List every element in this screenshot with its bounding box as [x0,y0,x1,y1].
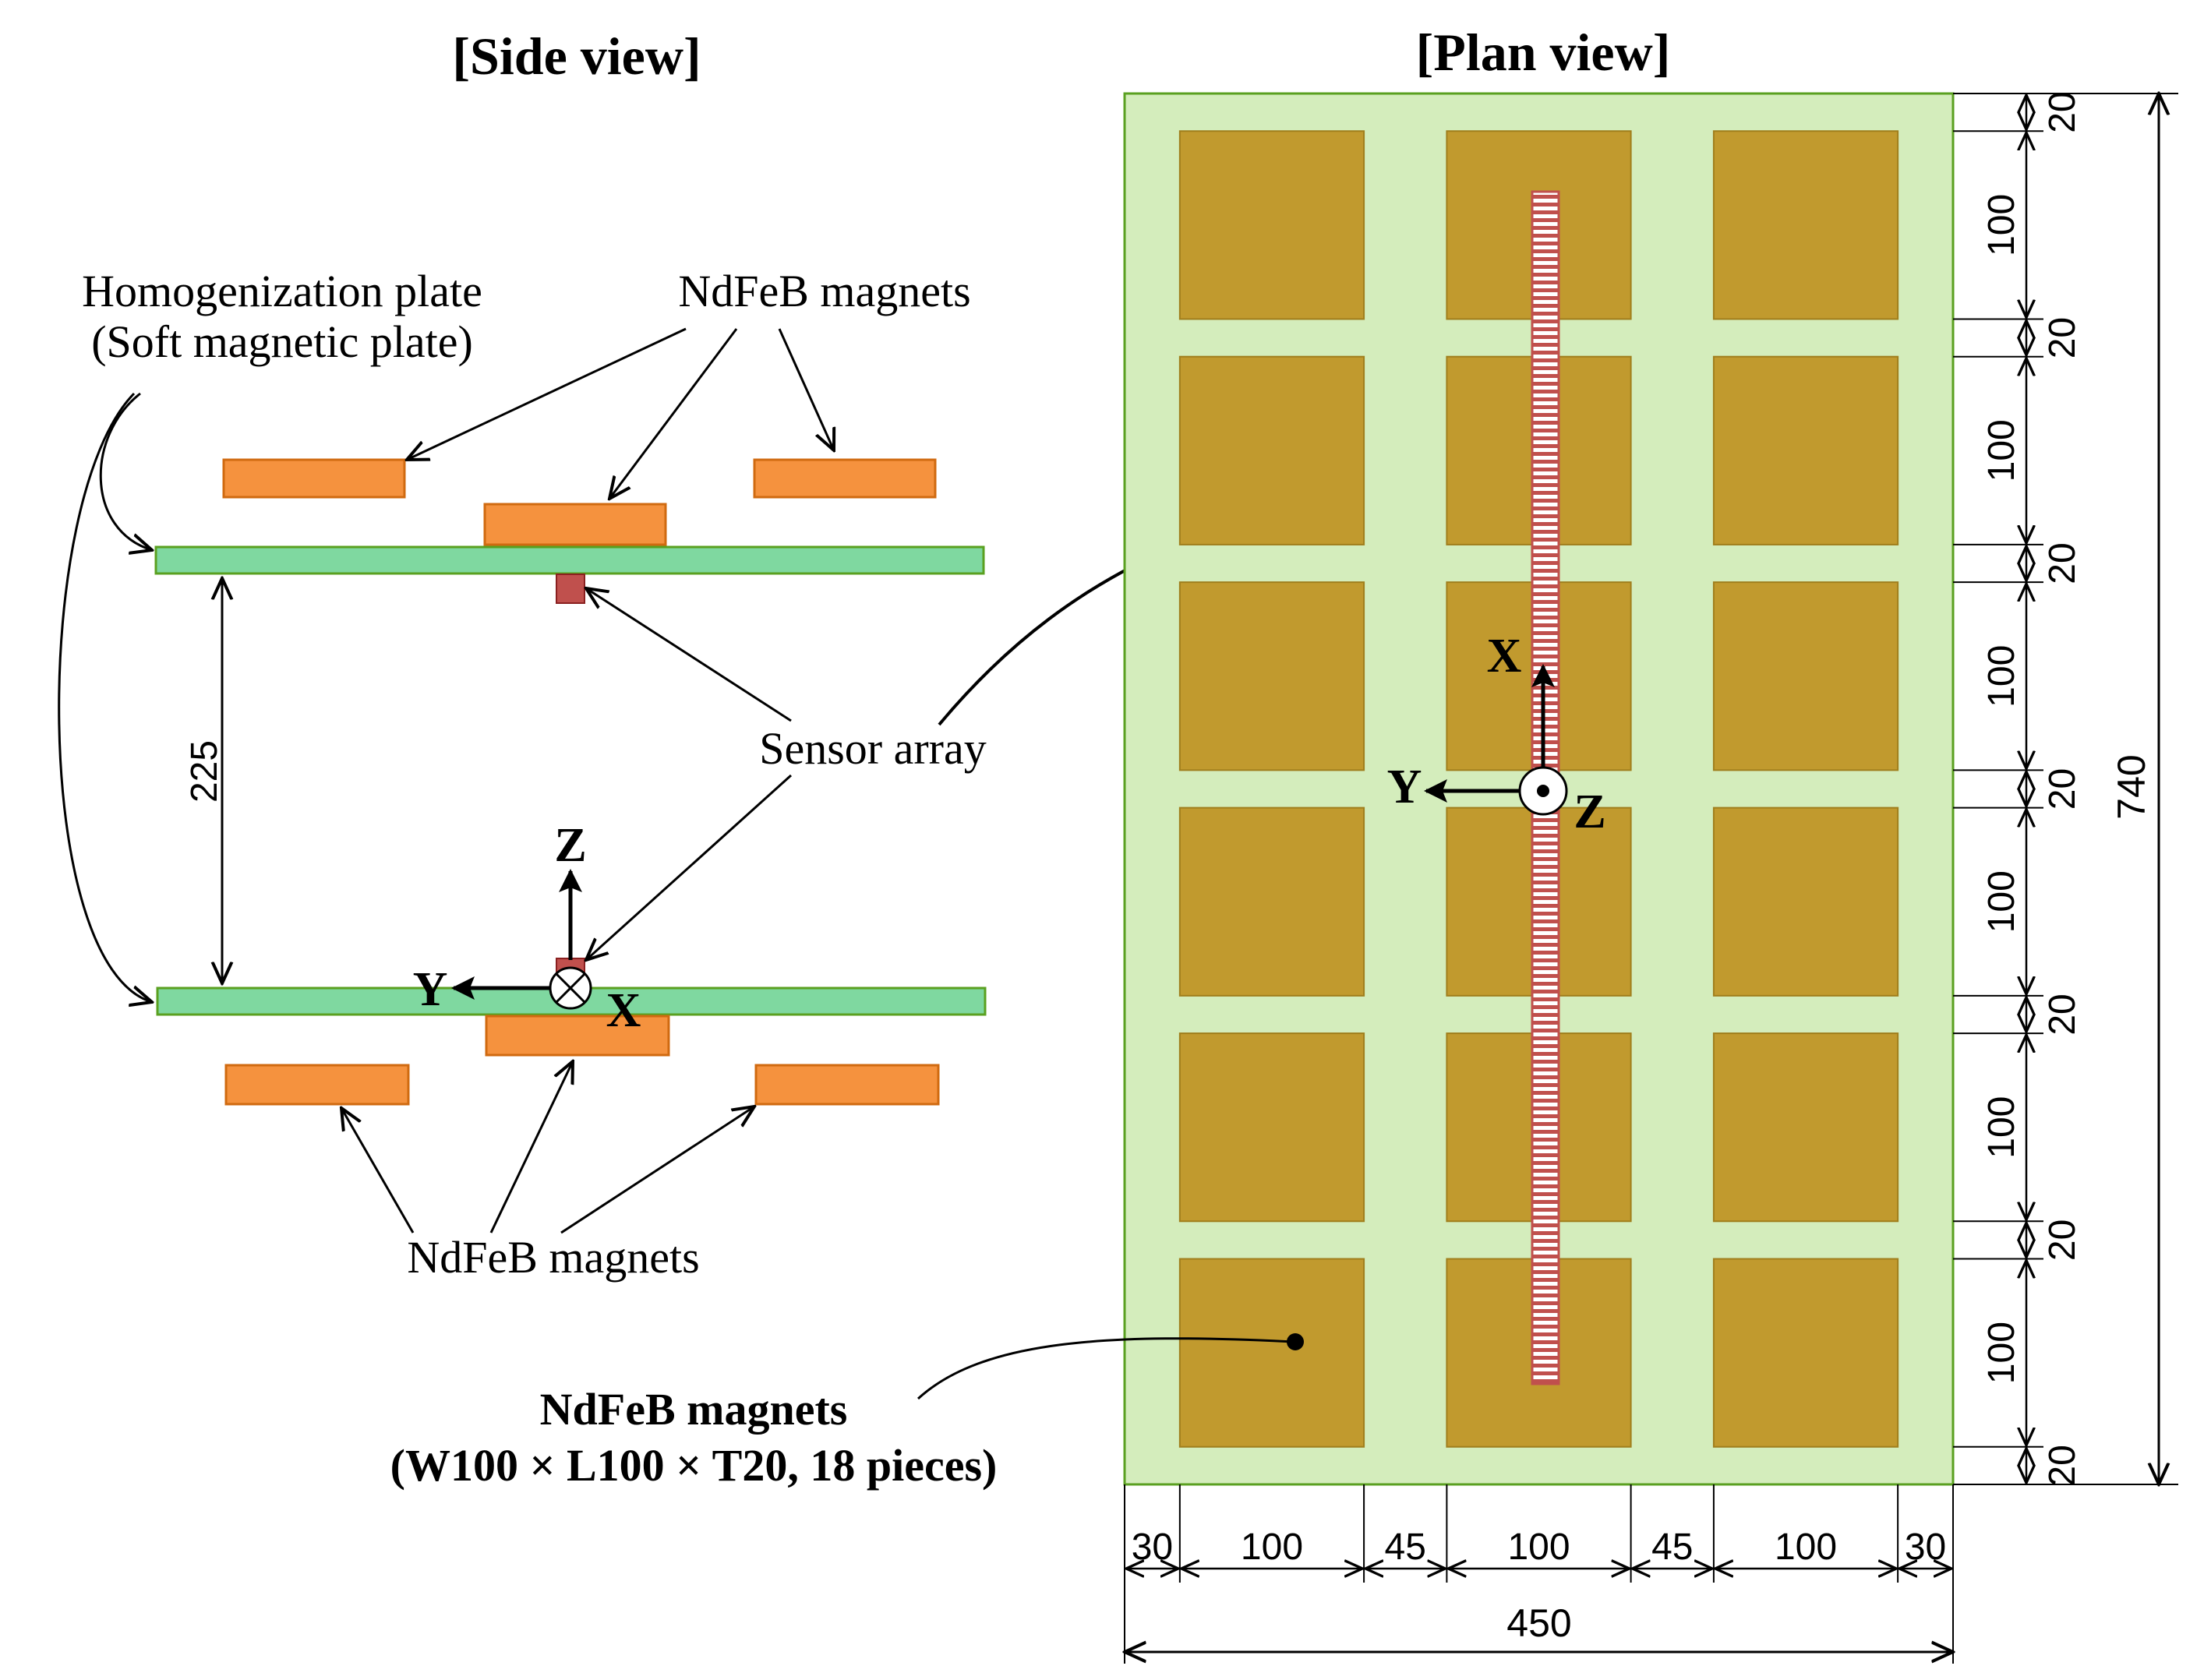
side-magnet-top-center [483,503,667,546]
plan-vertical-dimensions: 20 100 20 100 20 100 20 100 20 100 20 100 20 [1953,91,2083,1487]
leader-plan-magnet [917,1337,1294,1400]
plan-vdim-label: 100 [1981,419,2022,482]
plan-axis-z-label: Z [1574,785,1605,838]
side-magnet-bottom-center [485,1015,670,1057]
plan-hdim-label: 30 [1905,1526,1946,1568]
plan-hdim-label: 30 [1132,1526,1173,1568]
plan-magnet-r5-c1 [1178,1032,1365,1223]
leader-magnet-top-right [778,328,834,450]
plan-magnet-leader-dot [1287,1333,1304,1350]
plan-magnet-r4-c3 [1712,806,1899,997]
plan-hdim-label: 45 [1651,1526,1693,1568]
side-label-plate-line1: Homogenization plate [82,266,482,316]
leader-plate-bottom [58,392,152,1002]
leader-magnet-top-left [407,327,687,460]
plan-magnet-r6-c3 [1712,1258,1899,1448]
side-gap-dimension-label: 225 [184,740,225,803]
plan-horizontal-dimensions: 30 100 45 100 45 100 30 [1124,1484,1954,1583]
side-label-magnets-bottom: NdFeB magnets [407,1232,699,1283]
plan-magnet-r1-c1 [1178,130,1365,320]
plan-vdim-label: 20 [2042,1219,2083,1261]
plan-vdim-label: 20 [2042,1445,2083,1486]
leader-sensor-bottom [586,774,793,960]
leader-plate-top [99,392,152,550]
plan-total-height-label: 740 [2110,754,2153,819]
side-label-magnets-top: NdFeB magnets [678,266,970,316]
leader-magnet-bottom-left [341,1108,415,1234]
plan-vdim-label: 20 [2042,91,2083,132]
plan-hdim-label: 100 [1507,1526,1570,1568]
leader-sensor-top [586,588,792,722]
side-axis-x-label: X [606,984,641,1037]
side-label-sensor-array: Sensor array [759,723,987,774]
plan-vdim-label: 20 [2042,994,2083,1035]
side-plate-top [154,545,985,575]
side-view: [Side view] 225 Homogenization plate (So… [58,26,1526,1283]
plan-magnet-r6-c1 [1178,1258,1365,1448]
side-magnet-bottom-right [754,1064,940,1106]
plan-magnet-r2-c1 [1178,355,1365,545]
side-axis-x-into-page-icon [549,966,592,1010]
plan-view: [Plan view] X Y Z NdFeB magnets (W100 × … [390,23,2178,1664]
plan-hdim-label: 100 [1241,1526,1303,1568]
plan-total-width-label: 450 [1506,1601,1571,1645]
plan-hdim-label: 45 [1385,1526,1426,1568]
side-magnet-top-right [753,458,937,499]
plan-view-title: [Plan view] [1416,23,1671,82]
plan-magnet-label-line2: (W100 × L100 × T20, 18 pieces) [390,1440,998,1491]
side-view-title: [Side view] [452,26,701,86]
plan-axis-x-label: X [1487,630,1522,683]
side-axis-y-label: Y [413,963,448,1016]
plan-magnet-label-line1: NdFeB magnets [540,1384,848,1435]
leader-magnet-bottom-right [560,1106,754,1234]
side-magnet-top-left [222,458,406,499]
plan-magnet-r3-c3 [1712,581,1899,771]
plan-vdim-label: 100 [1981,1096,2022,1159]
plan-axis-y-label: Y [1387,761,1422,814]
plan-vdim-label: 100 [1981,194,2022,256]
plan-magnet-r5-c3 [1712,1032,1899,1223]
plan-magnet-r2-c3 [1712,355,1899,545]
side-sensor-top [556,574,585,604]
plan-vdim-label: 20 [2042,768,2083,810]
plan-vdim-label: 100 [1981,645,2022,708]
plan-vdim-label: 20 [2042,542,2083,584]
plan-magnet-r3-c1 [1178,581,1365,771]
plan-vdim-label: 100 [1981,870,2022,933]
plan-magnet-r1-c3 [1712,130,1899,320]
side-magnet-bottom-left [224,1064,410,1106]
plan-magnet-grid [1178,130,1899,1448]
plan-vdim-label: 20 [2042,317,2083,358]
leader-magnet-bottom-center [489,1061,573,1234]
plan-magnet-r4-c1 [1178,806,1365,997]
side-label-plate-line2: (Soft magnetic plate) [91,316,473,367]
leader-magnet-top-center [609,328,738,499]
plan-axis-z-out-of-page-icon [1518,766,1568,816]
plan-vdim-label: 100 [1981,1322,2022,1384]
side-axis-z-label: Z [554,819,586,872]
plan-hdim-label: 100 [1775,1526,1837,1568]
